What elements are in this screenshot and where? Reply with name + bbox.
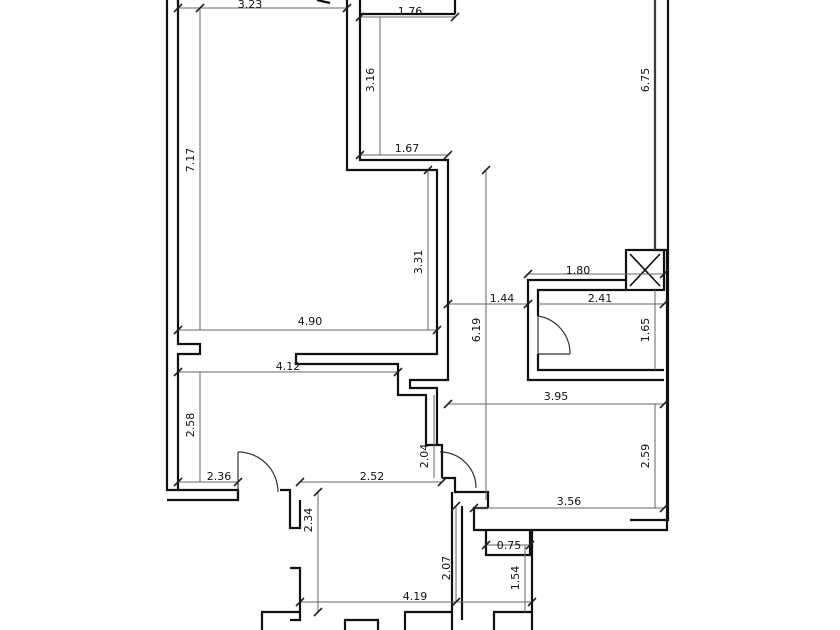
dim-label-6-75: 6.75 — [639, 68, 652, 93]
wall-top-stub — [316, 0, 331, 5]
wall-left-bottom — [167, 488, 240, 502]
dim-label-2-59: 2.59 — [639, 444, 652, 469]
dim-label-2-52: 2.52 — [360, 470, 385, 483]
dim-label-3-56: 3.56 — [557, 495, 582, 508]
wall-bottom-strip — [260, 610, 300, 630]
door-arc-corridor — [439, 451, 477, 489]
walls — [165, 0, 670, 630]
doors — [237, 315, 571, 493]
dim-label-3-31: 3.31 — [412, 250, 425, 275]
dimension-ticks — [173, 3, 669, 617]
wall-bottom-strip-3 — [403, 610, 452, 630]
wall-lower-corridor-2 — [442, 476, 490, 508]
dimension-lines — [178, 0, 664, 612]
dim-label-1-44: 1.44 — [490, 292, 515, 305]
dim-label-3-95: 3.95 — [544, 390, 569, 403]
dimension-labels: 3.23 1.76 6.75 3.16 7.17 1.67 3.31 1.80 … — [184, 0, 652, 603]
dim-label-4-19: 4.19 — [403, 590, 428, 603]
wall-right-inner — [630, 0, 670, 522]
dim-label-4-12: 4.12 — [276, 360, 301, 373]
dim-label-1-65: 1.65 — [639, 318, 652, 343]
wall-bathroom-inner2 — [536, 354, 664, 372]
wall-bathroom-inner — [536, 288, 626, 316]
dim-label-4-90: 4.90 — [298, 315, 323, 328]
dim-label-7-17: 7.17 — [184, 148, 197, 173]
door-arc-hall-left — [237, 451, 279, 493]
wall-central-spine — [294, 0, 444, 478]
wall-bathroom — [526, 278, 664, 382]
dim-label-6-19: 6.19 — [470, 318, 483, 343]
dim-label-3-23: 3.23 — [238, 0, 263, 11]
dim-label-1-76: 1.76 — [398, 5, 423, 18]
dim-label-2-34: 2.34 — [302, 508, 315, 533]
dim-label-1-80: 1.80 — [566, 264, 591, 277]
dim-label-1-54: 1.54 — [509, 566, 522, 591]
dim-label-2-41: 2.41 — [588, 292, 613, 305]
wall-left-room — [165, 0, 202, 492]
wall-entry-box — [484, 530, 532, 557]
dim-label-2-04: 2.04 — [418, 444, 431, 469]
wall-central-inner — [358, 0, 450, 445]
dim-label-2-58: 2.58 — [184, 413, 197, 438]
wall-bottom-strip-2 — [343, 618, 380, 630]
dim-label-2-36: 2.36 — [207, 470, 232, 483]
dim-label-0-75: 0.75 — [497, 539, 522, 552]
dim-label-2-07: 2.07 — [440, 556, 453, 581]
wall-lower-left-post — [290, 566, 302, 622]
wall-bottom-strip-4 — [492, 610, 532, 630]
wall-lower-corridor — [280, 488, 302, 530]
dim-label-1-67: 1.67 — [395, 142, 420, 155]
wall-storage-box — [624, 248, 666, 292]
door-arc-bathroom — [537, 315, 571, 355]
dim-label-3-16: 3.16 — [364, 68, 377, 93]
shaft-cross-icon — [629, 253, 661, 287]
